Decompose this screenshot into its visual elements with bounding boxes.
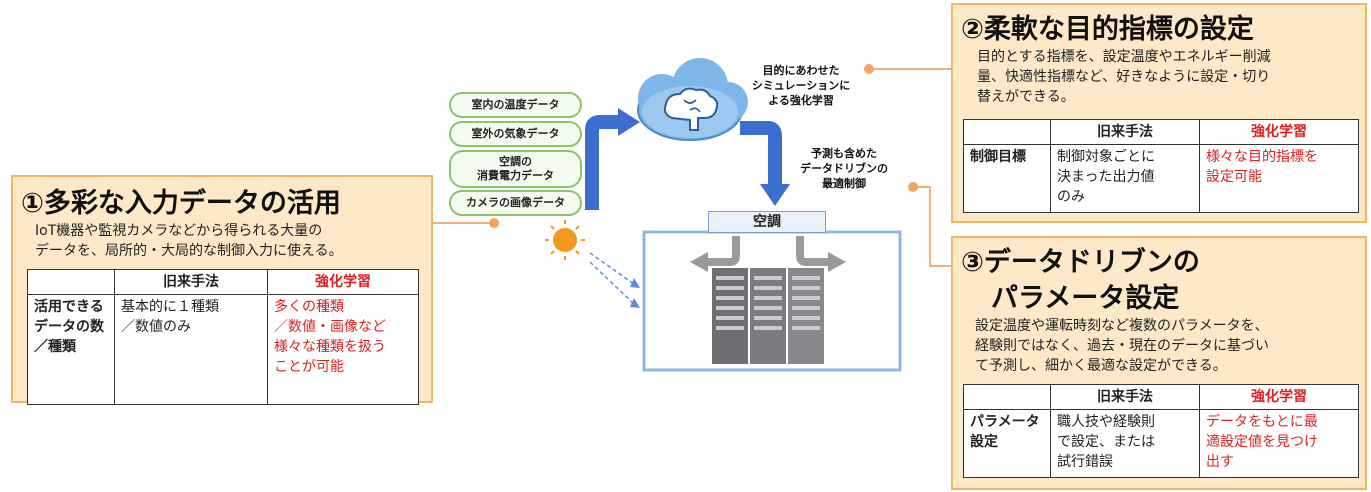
input-power-consumption: 空調の 消費電力データ [449, 150, 582, 188]
connector-line [929, 186, 931, 266]
panel-objective: ②柔軟な目的指標の設定 目的とする指標を、設定温度やエネルギー削減 量、快適性指… [951, 3, 1367, 223]
arrow-icon [740, 121, 790, 206]
comparison-table: 旧来手法 強化学習 パラメータ設定 職人技や経験則 で設定、または 試行錯誤 デ… [963, 384, 1359, 478]
panel-description: 設定温度や運転時刻など複数のパラメータを、 経験則ではなく、過去・現在のデータに… [975, 318, 1269, 374]
aircon-label: 空調 [753, 214, 781, 230]
server-rack-icon [712, 268, 824, 364]
header-old-method: 旧来手法 [1050, 119, 1200, 145]
arrow-icon [690, 236, 846, 272]
header-old-method: 旧来手法 [1050, 384, 1200, 410]
cell-old-method: 基本的に１種類 ／数値のみ [114, 294, 268, 405]
connector-line [870, 68, 951, 70]
panel-input-data: ①多彩な入力データの活用 IoT機器や監視カメラなどから得られる大量の データを… [11, 175, 433, 405]
connector-dot [489, 218, 499, 228]
header-reinforcement-learning: 強化学習 [267, 269, 419, 295]
header-reinforcement-learning: 強化学習 [1199, 384, 1359, 410]
panel-description: IoT機器や監視カメラなどから得られる大量の データを、局所的・大局的な制御入力… [35, 223, 343, 259]
table-corner [27, 269, 115, 295]
panel-title: ②柔軟な目的指標の設定 [961, 14, 1254, 45]
panel-title: ①多彩な入力データの活用 [21, 188, 341, 219]
panel-description: 目的とする指標を、設定温度やエネルギー削減 量、快適性指標など、好きなように設定… [977, 49, 1271, 105]
connector-dot [864, 64, 874, 74]
arrow-icon [585, 108, 640, 210]
brain-cloud-icon [637, 58, 748, 141]
header-old-method: 旧来手法 [114, 269, 268, 295]
input-indoor-temperature: 室内の温度データ [449, 92, 582, 118]
sun-icon [545, 220, 585, 260]
row-label: 制御目標 [963, 144, 1051, 213]
cell-old-method: 制御対象ごとに 決まった出力値 のみ [1050, 144, 1200, 213]
row-label: パラメータ設定 [963, 409, 1051, 478]
panel-title-line2: パラメータ設定 [991, 283, 1180, 314]
table-corner [963, 119, 1051, 145]
cell-reinforcement-learning: データをもとに最 適設定値を見つけ 出す [1199, 409, 1359, 478]
connector-dot [908, 182, 918, 192]
header-reinforcement-learning: 強化学習 [1199, 119, 1359, 145]
comparison-table: 旧来手法 強化学習 制御目標 制御対象ごとに 決まった出力値 のみ 様々な目的指… [963, 119, 1359, 213]
cell-reinforcement-learning: 様々な目的指標を 設定可能 [1199, 144, 1359, 213]
control-caption: 予測も含めた データドリブンの 最適制御 [800, 147, 888, 190]
connector-line [433, 222, 493, 224]
row-label: 活用できるデータの数／種類 [27, 294, 115, 405]
input-camera-image: カメラの画像データ [449, 190, 582, 216]
table-corner [963, 384, 1051, 410]
panel-parameter: ③データドリブンの パラメータ設定 設定温度や運転時刻など複数のパラメータを、 … [951, 236, 1367, 490]
cell-old-method: 職人技や経験則 で設定、または 試行錯誤 [1050, 409, 1200, 478]
connector-line [916, 186, 930, 188]
arrow-icon [589, 252, 635, 305]
connector-line [929, 265, 951, 267]
cell-reinforcement-learning: 多くの種類 ／数値・画像など 様々な種類を扱う ことが可能 [267, 294, 419, 405]
aircon-unit: 空調 [708, 211, 826, 233]
panel-title: ③データドリブンの [961, 247, 1200, 278]
cloud-caption: 目的にあわせた シミュレーションに よる強化学習 [751, 64, 851, 107]
input-outdoor-weather: 室外の気象データ [449, 121, 582, 147]
comparison-table: 旧来手法 強化学習 活用できるデータの数／種類 基本的に１種類 ／数値のみ 多く… [27, 269, 419, 405]
